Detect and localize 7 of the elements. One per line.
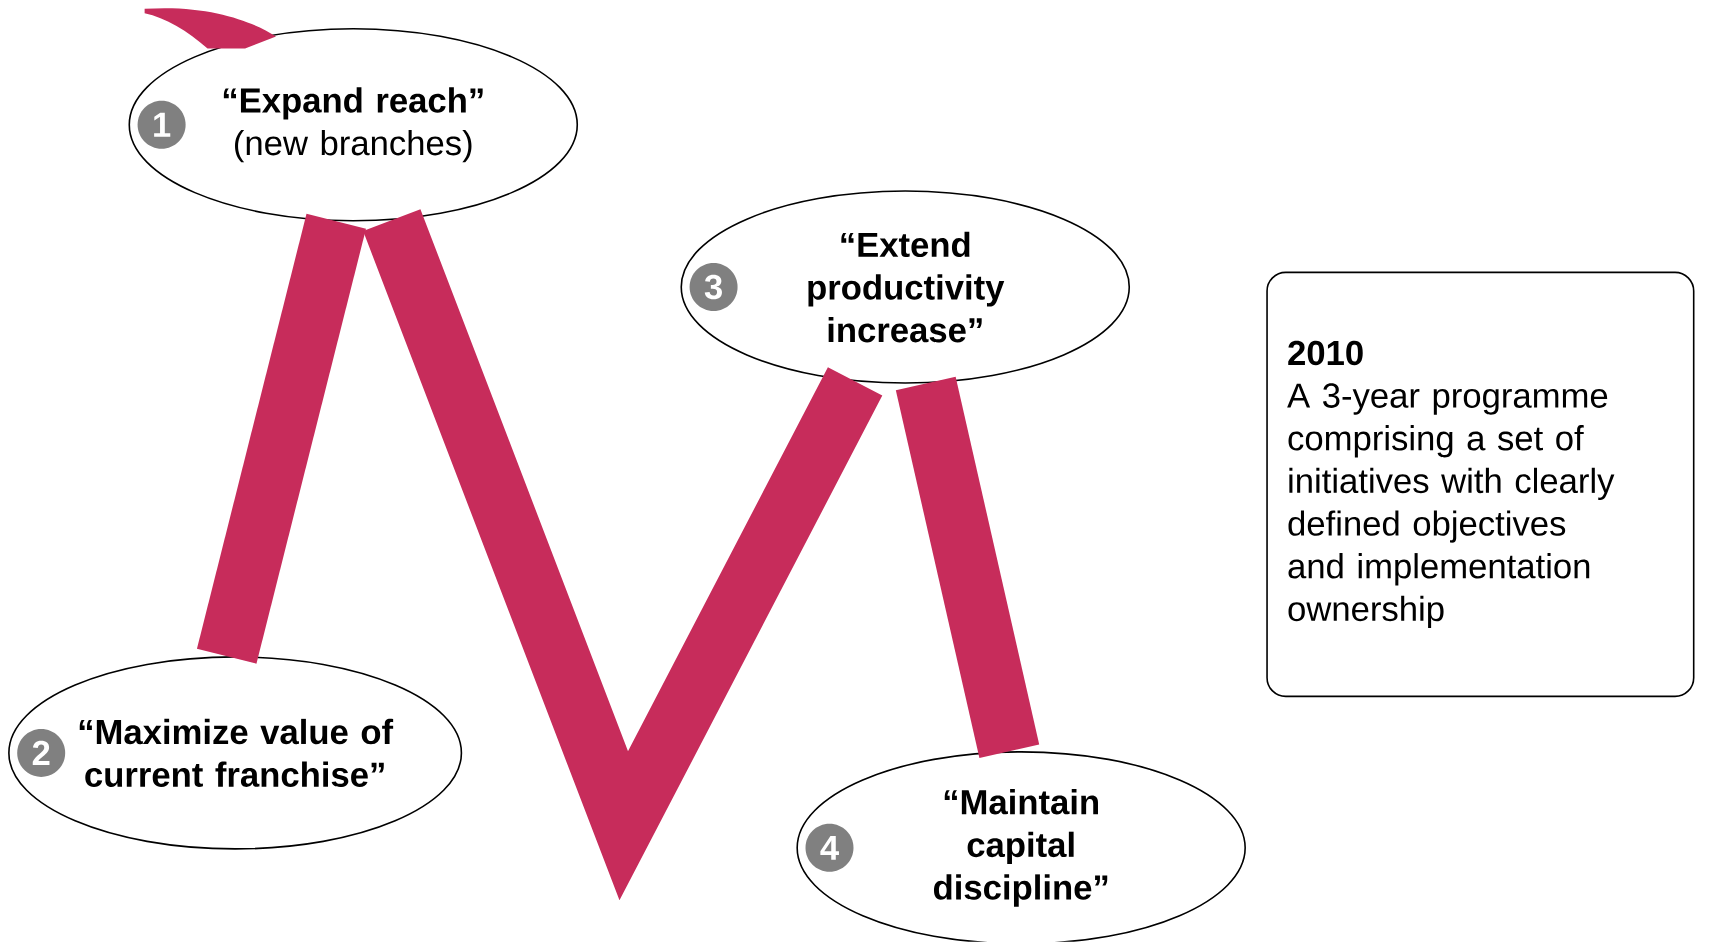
number-badge: 3	[689, 263, 738, 312]
number-badge: 4	[805, 824, 854, 872]
text-box: 2010 A 3-year programme comprising a set of initiatives with clearly defined objectives and implementation ownership	[1266, 271, 1695, 698]
number-badge: 2	[17, 729, 66, 778]
number-badge: 1	[137, 100, 186, 149]
ribbon-band	[144, 8, 366, 664]
ribbon-band	[895, 376, 1040, 759]
